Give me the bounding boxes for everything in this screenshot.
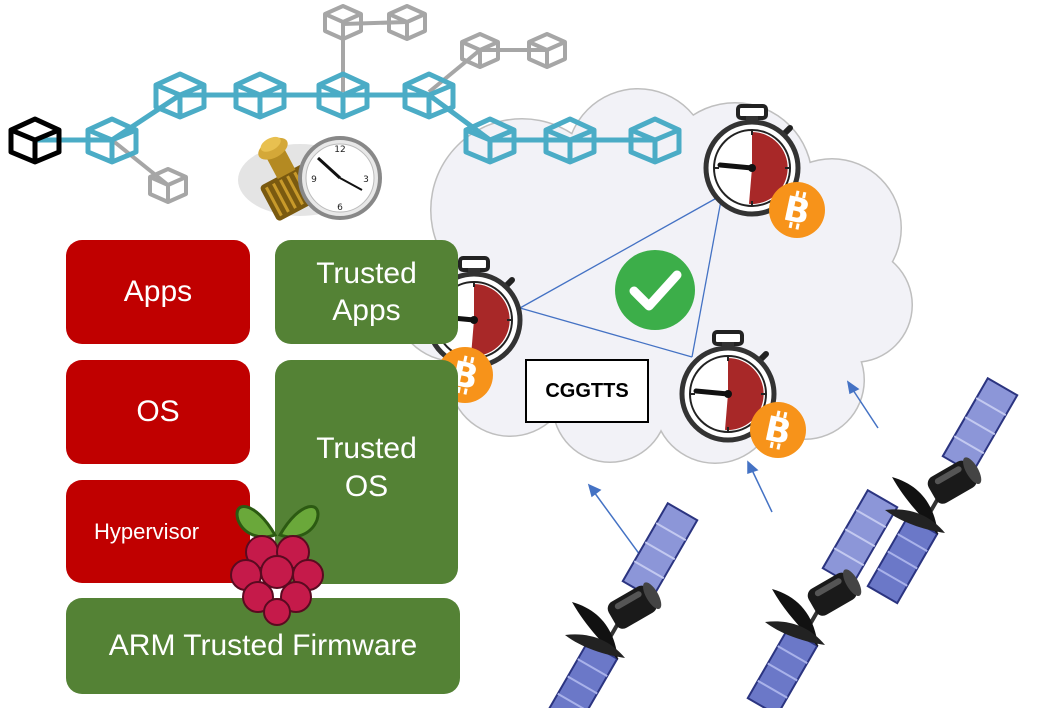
checkmark-icon	[615, 250, 695, 330]
os-label: OS	[136, 395, 180, 429]
apps-label: Apps	[123, 275, 193, 309]
sync-links	[519, 194, 723, 358]
svg-text:12: 12	[334, 145, 345, 155]
stamp-clock-icon: 12 3 6 9	[238, 136, 382, 221]
trusted-os-label-line1: Trusted	[316, 432, 417, 465]
trusted-os-label-line2: OS	[344, 469, 389, 503]
os-block: OS	[66, 360, 250, 464]
satellite-icon	[745, 488, 900, 708]
firmware-block: ARM Trusted Firmware	[66, 598, 460, 694]
signal-arrows	[587, 380, 879, 556]
blockchain	[11, 4, 679, 204]
hypervisor-label: Hypervisor	[94, 518, 200, 544]
firmware-label: ARM Trusted Firmware	[108, 629, 418, 663]
trusted-apps-label-line2: Apps	[332, 294, 401, 327]
bitcoin-icon	[767, 180, 827, 240]
trusted-apps-block: Trusted Apps	[275, 240, 458, 344]
trusted-apps-label-line1: Trusted	[316, 256, 417, 290]
satellite-icon	[865, 376, 1020, 606]
cggtts-label-box: CGGTTS	[525, 359, 649, 423]
svg-text:6: 6	[337, 203, 343, 213]
bitcoin-icon	[748, 400, 808, 460]
trusted-os-block: Trusted OS	[275, 360, 458, 584]
cggtts-label: CGGTTS	[545, 379, 629, 402]
satellite-icon	[545, 501, 700, 708]
apps-block: Apps	[66, 240, 250, 344]
svg-text:3: 3	[363, 175, 369, 185]
hypervisor-block: Hypervisor	[66, 480, 250, 583]
cube-icon	[148, 167, 188, 204]
svg-text:9: 9	[311, 175, 317, 185]
